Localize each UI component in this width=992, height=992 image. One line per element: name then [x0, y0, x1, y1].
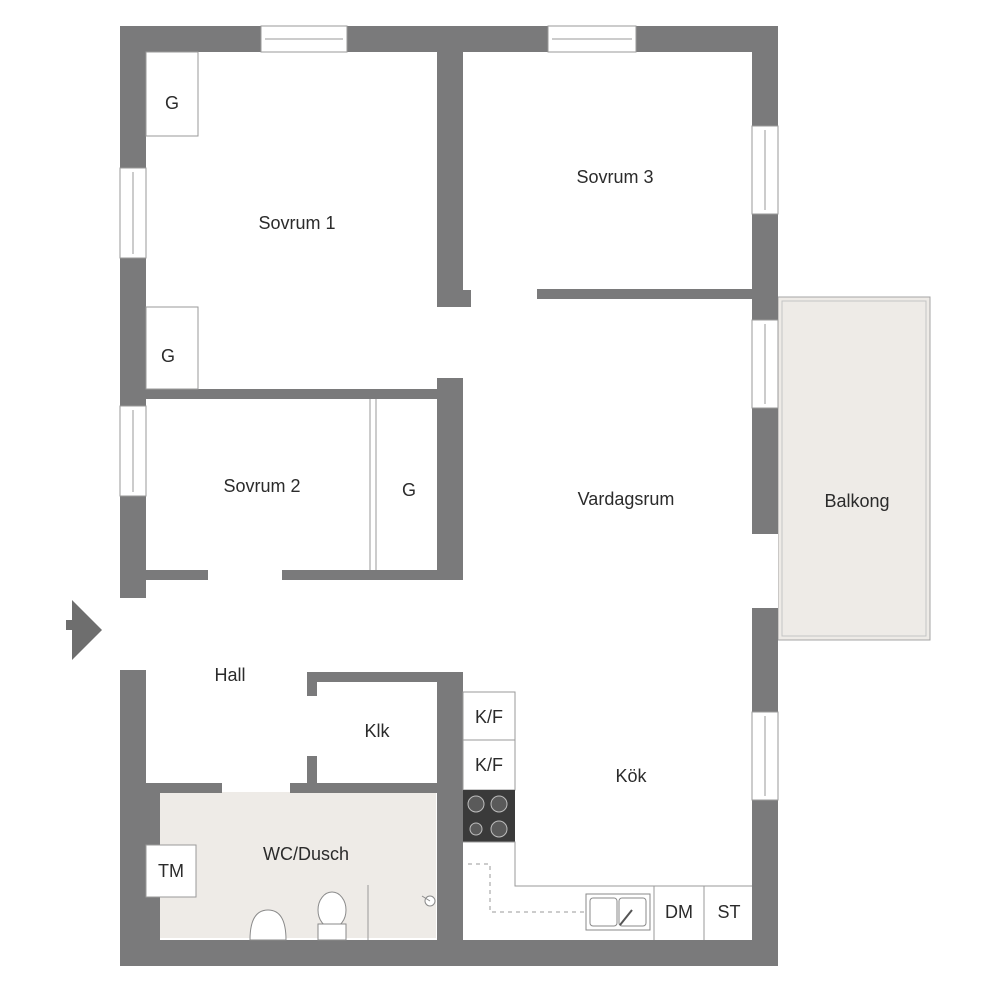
room-label-sovrum-1: Sovrum 1 [258, 213, 335, 233]
appliance-label-kf-2: K/F [475, 755, 503, 775]
room-label-vardagsrum: Vardagsrum [578, 489, 675, 509]
closet-label-1: G [165, 93, 179, 113]
room-label-wc-dusch: WC/Dusch [263, 844, 349, 864]
kitchen-fixtures [462, 691, 752, 940]
room-label-balkong: Balkong [824, 491, 889, 511]
windows [119, 25, 779, 801]
appliance-label-st: ST [717, 902, 740, 922]
entrance-arrow-icon [66, 600, 102, 660]
balcony-floor [777, 296, 931, 641]
bathroom-fixtures [145, 844, 436, 941]
appliance-label-dm: DM [665, 902, 693, 922]
closet-label-3: G [402, 480, 416, 500]
closet-label-2: G [161, 346, 175, 366]
appliance-label-kf-1: K/F [475, 707, 503, 727]
room-label-klk: Klk [364, 721, 390, 741]
room-label-sovrum-3: Sovrum 3 [576, 167, 653, 187]
closets [145, 51, 377, 570]
interior-walls [146, 52, 752, 966]
room-label-kok: Kök [615, 766, 647, 786]
room-label-hall: Hall [214, 665, 245, 685]
sink [585, 893, 651, 931]
room-label-sovrum-2: Sovrum 2 [223, 476, 300, 496]
appliance-label-tm: TM [158, 861, 184, 881]
